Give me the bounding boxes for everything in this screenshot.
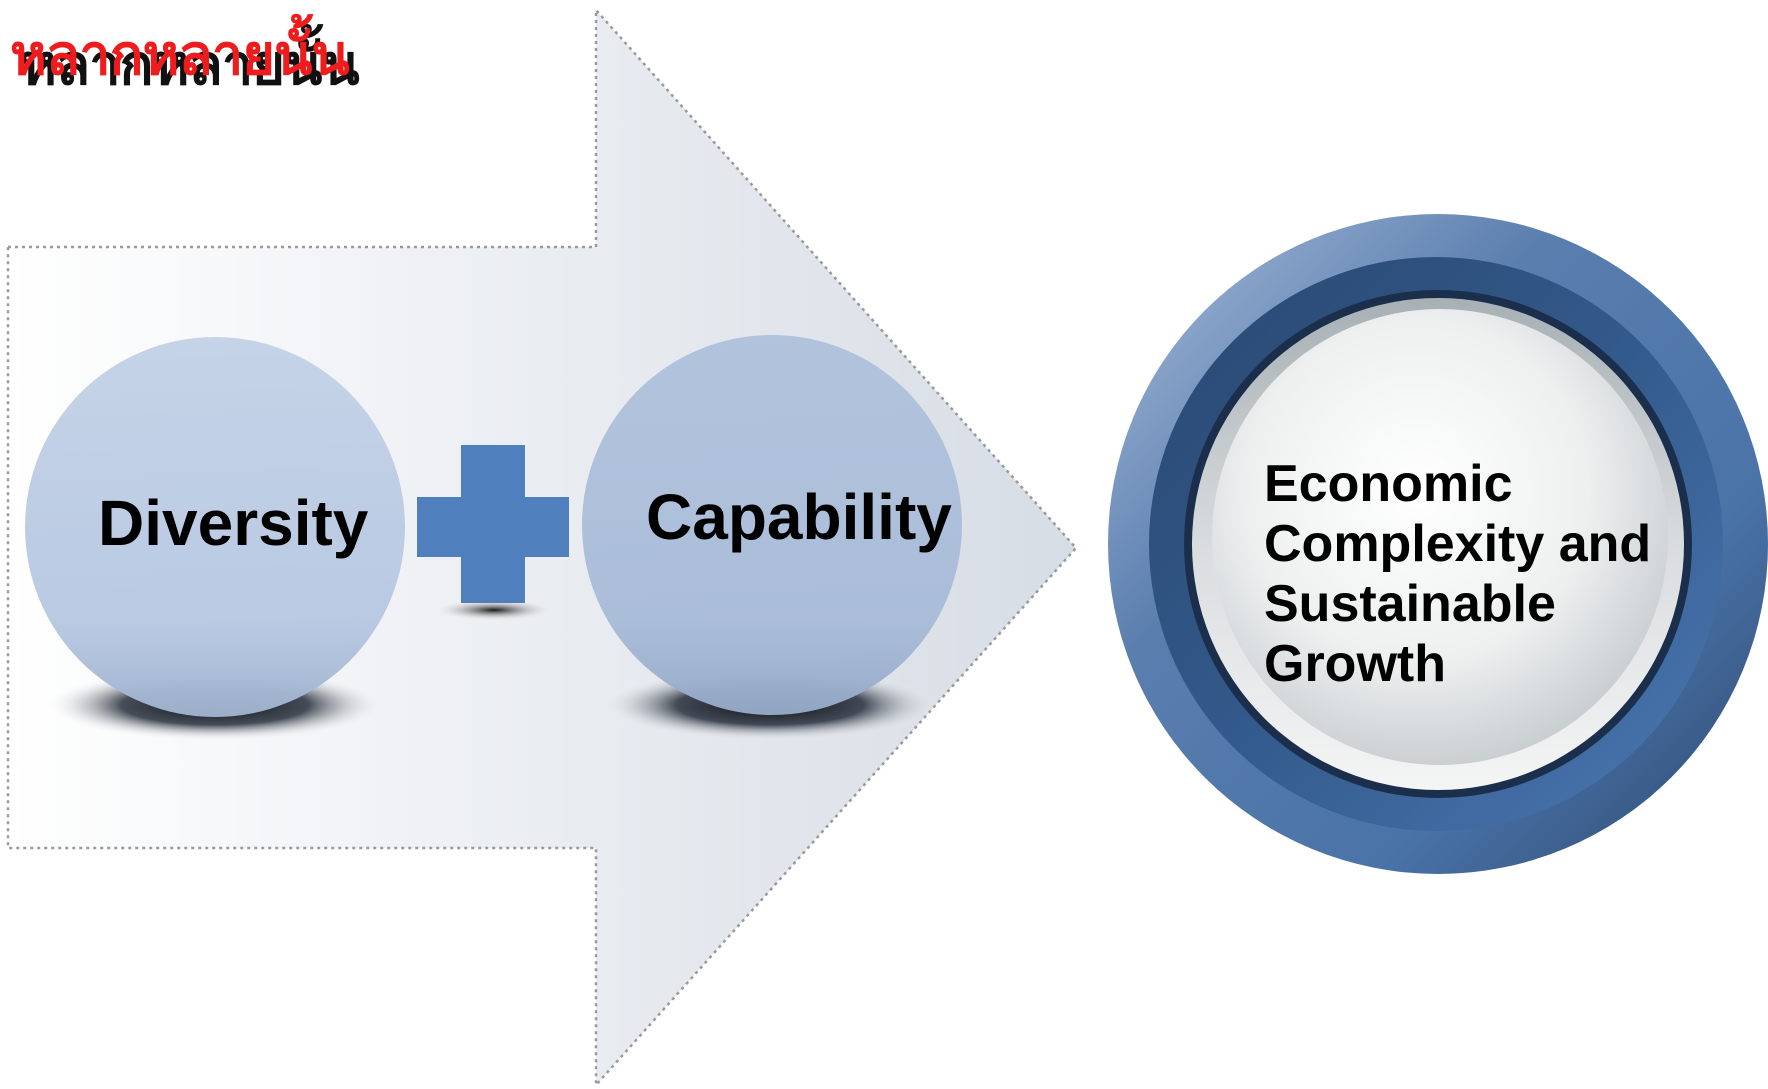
plus-icon	[417, 445, 569, 603]
plus-shadow	[432, 599, 556, 621]
diversity-circle	[25, 337, 405, 717]
capability-label: Capability	[646, 481, 952, 553]
outcome-ring	[1108, 214, 1768, 874]
thai-title-text: หลากหลายนั้น	[10, 23, 350, 88]
thai-title-shadow: หลากหลายนั้น	[20, 33, 360, 98]
diversity-label: Diversity	[98, 487, 369, 559]
outcome-label: Economic Complexity and Sustainable Grow…	[1264, 455, 1652, 693]
capability-circle	[582, 335, 962, 715]
thai-title: หลากหลายนั้น หลากหลายนั้น	[10, 28, 360, 94]
